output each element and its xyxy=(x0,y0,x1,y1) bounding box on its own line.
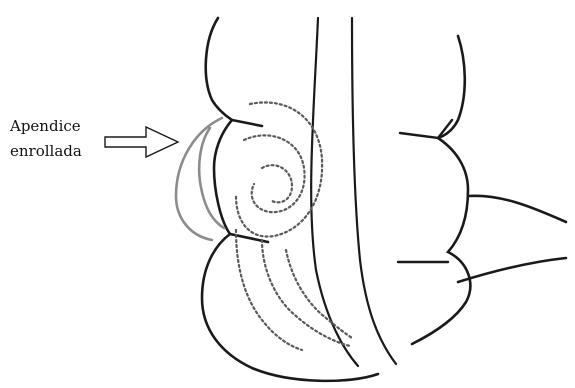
dotted-lower-trail-1 xyxy=(236,230,302,350)
dotted-lower-trail-3 xyxy=(286,250,352,338)
colon-right-wall xyxy=(412,36,470,344)
taenia-line-2 xyxy=(352,18,396,364)
ileum-upper xyxy=(468,196,566,222)
dotted-contours xyxy=(236,102,352,350)
arrow-icon xyxy=(105,127,178,157)
dotted-inner-loop xyxy=(262,165,292,202)
appendix-outline xyxy=(176,118,224,240)
dotted-middle-loop xyxy=(244,135,305,212)
appendix-label-line-2: enrollada xyxy=(10,142,82,160)
dotted-lower-trail-2 xyxy=(262,240,350,346)
ileum-lower xyxy=(458,258,566,282)
appendix-label-line-1: Apendice xyxy=(9,117,81,135)
left-fold-upper xyxy=(232,120,262,126)
